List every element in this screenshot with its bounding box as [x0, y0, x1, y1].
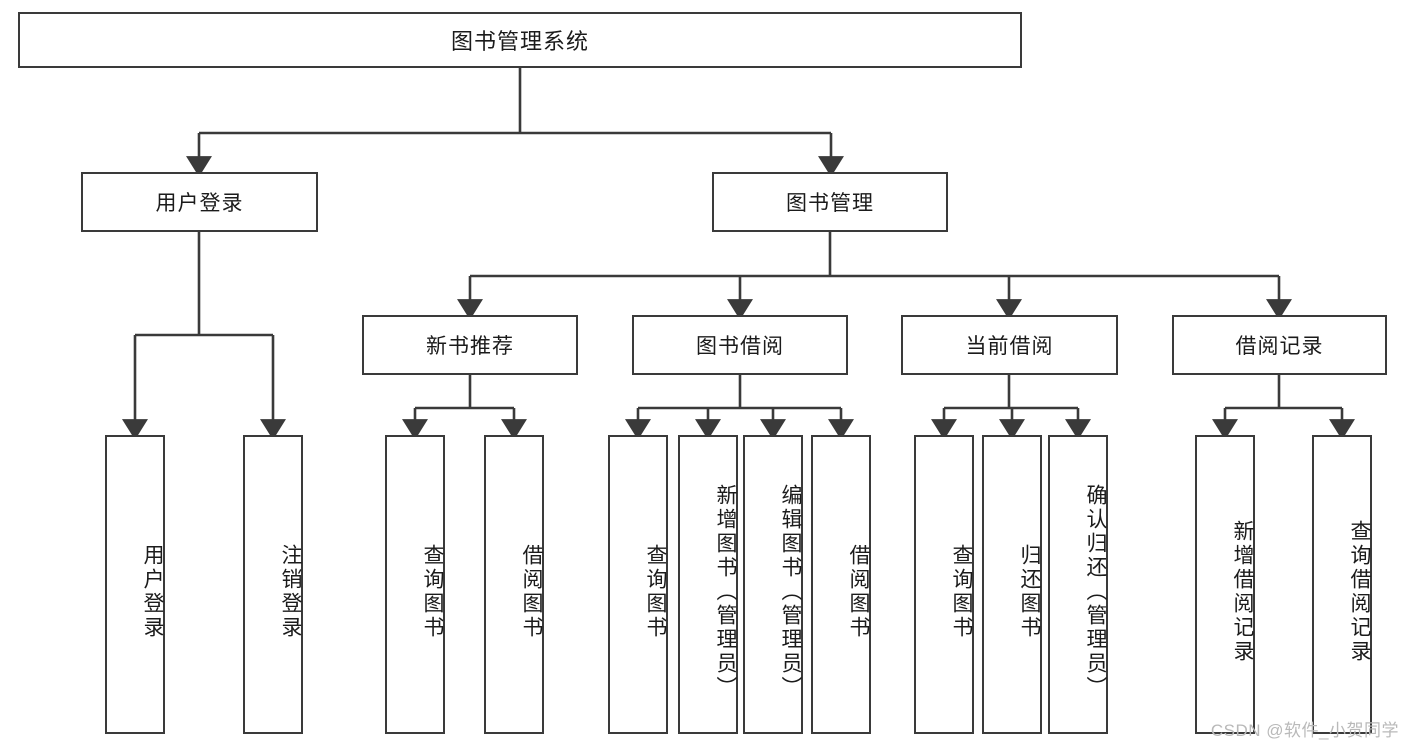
node-new-book-rec[interactable]: 新书推荐 [362, 315, 578, 375]
node-leaf-borrow-book-rec[interactable]: 借阅图书 [484, 435, 544, 734]
node-leaf-borrow-book-rec-label: 借阅图书 [520, 543, 543, 640]
node-leaf-query-book-bb-label: 查询图书 [644, 543, 667, 640]
node-book-borrow-label: 图书借阅 [696, 335, 784, 358]
node-leaf-add-record-label: 新增借阅记录 [1231, 519, 1254, 664]
node-current-borrow[interactable]: 当前借阅 [901, 315, 1118, 375]
node-leaf-add-book[interactable]: 新增图书（管理员） [678, 435, 738, 734]
node-leaf-logout-label: 注销登录 [279, 543, 302, 640]
node-book-manage[interactable]: 图书管理 [712, 172, 948, 232]
node-new-book-rec-label: 新书推荐 [426, 335, 514, 358]
watermark-text: CSDN @软件_小贺同学 [1210, 721, 1399, 740]
node-leaf-borrow-book-bb[interactable]: 借阅图书 [811, 435, 871, 734]
node-root-label: 图书管理系统 [450, 29, 589, 54]
node-current-borrow-label: 当前借阅 [965, 335, 1054, 358]
node-book-borrow[interactable]: 图书借阅 [632, 315, 848, 375]
node-leaf-query-book-cb-label: 查询图书 [950, 543, 973, 640]
node-leaf-query-book-bb[interactable]: 查询图书 [608, 435, 668, 734]
node-leaf-query-record-label: 查询借阅记录 [1348, 519, 1371, 664]
node-leaf-confirm-return-label: 确认归还（管理员） [1084, 483, 1107, 700]
node-leaf-query-book-rec-label: 查询图书 [421, 543, 444, 640]
node-borrow-record-label: 借阅记录 [1235, 335, 1324, 358]
node-leaf-user-login-label: 用户登录 [141, 543, 164, 640]
node-borrow-record[interactable]: 借阅记录 [1172, 315, 1387, 375]
node-leaf-logout[interactable]: 注销登录 [243, 435, 303, 734]
node-leaf-query-record[interactable]: 查询借阅记录 [1312, 435, 1372, 734]
node-leaf-borrow-book-bb-label: 借阅图书 [847, 543, 870, 640]
node-leaf-return-book[interactable]: 归还图书 [982, 435, 1042, 734]
node-leaf-return-book-label: 归还图书 [1018, 543, 1041, 640]
node-leaf-user-login[interactable]: 用户登录 [105, 435, 165, 734]
node-leaf-edit-book-label: 编辑图书（管理员） [779, 483, 802, 700]
node-leaf-query-book-rec[interactable]: 查询图书 [385, 435, 445, 734]
node-leaf-add-book-label: 新增图书（管理员） [714, 483, 737, 700]
node-user-login[interactable]: 用户登录 [81, 172, 318, 232]
node-book-manage-label: 图书管理 [786, 192, 874, 215]
node-user-login-label: 用户登录 [155, 192, 244, 215]
node-leaf-query-book-cb[interactable]: 查询图书 [914, 435, 974, 734]
node-root[interactable]: 图书管理系统 [18, 12, 1022, 68]
node-leaf-add-record[interactable]: 新增借阅记录 [1195, 435, 1255, 734]
node-leaf-confirm-return[interactable]: 确认归还（管理员） [1048, 435, 1108, 734]
node-leaf-edit-book[interactable]: 编辑图书（管理员） [743, 435, 803, 734]
